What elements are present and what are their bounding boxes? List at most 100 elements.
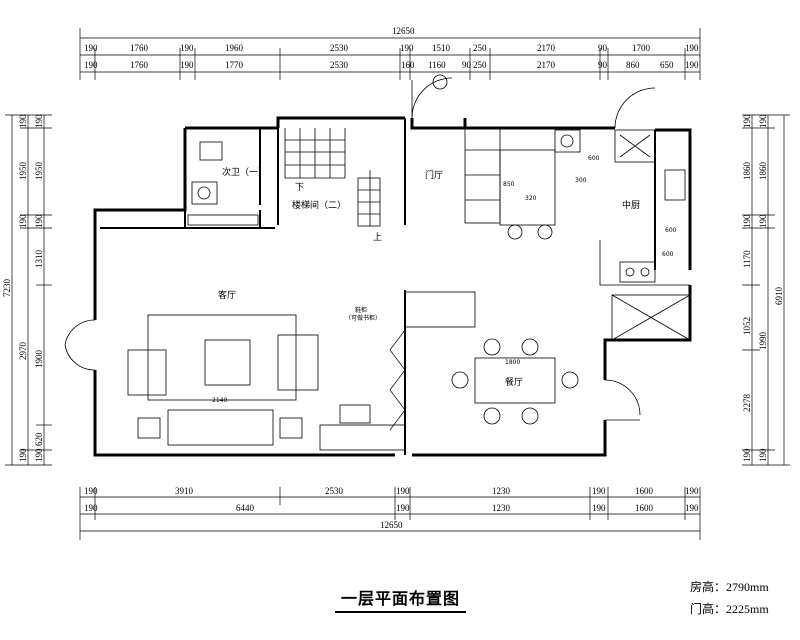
stairs-up-label: 上 — [373, 232, 382, 243]
staircase[interactable] — [284, 128, 381, 227]
guest-bathroom — [187, 141, 259, 226]
interior-walls — [100, 118, 656, 455]
dim-label: 1760 — [130, 60, 149, 70]
bar-counter — [464, 127, 556, 240]
dim-label: 2530 — [330, 43, 349, 53]
dim-label: 1990 — [758, 332, 768, 351]
drawing-title: 一层平面布置图 — [335, 585, 467, 613]
dim-label: 90 — [598, 60, 608, 70]
dim-label: 1230 — [492, 486, 511, 496]
dim-label: 190 — [396, 486, 410, 496]
dim-note: 300 — [575, 177, 587, 184]
dim-label: 250 — [473, 43, 487, 53]
dim-label: 1052 — [742, 317, 752, 335]
dim-label: 1160 — [428, 60, 446, 70]
dim-label: 190 — [34, 114, 44, 128]
dim-label: 190 — [84, 503, 98, 513]
dim-label: 1700 — [632, 43, 651, 53]
dim-label: 190 — [18, 214, 28, 228]
kitchen — [554, 129, 690, 286]
dim-label: 190 — [685, 60, 699, 70]
dim-label: 2530 — [330, 60, 349, 70]
dim-note: 850 — [503, 181, 515, 188]
dim-note: 320 — [525, 195, 537, 202]
dim-label: 190 — [34, 214, 44, 228]
dim-label: 190 — [742, 114, 752, 128]
folding-door[interactable] — [389, 329, 406, 431]
dim-note: 600 — [662, 251, 674, 258]
dim-label: 2970 — [18, 342, 28, 361]
dim-label: 1770 — [225, 60, 244, 70]
cabinet-note: （可做书柜） — [345, 314, 381, 322]
dim-label: 190 — [84, 60, 98, 70]
living-window-door[interactable] — [64, 319, 96, 371]
dim-label: 1860 — [758, 162, 768, 181]
dim-label: 2170 — [537, 60, 556, 70]
bottom-dimensions — [79, 487, 701, 540]
dim-label: 650 — [660, 60, 674, 70]
stairs-down-label: 下 — [295, 183, 304, 193]
dim-label: 1600 — [635, 486, 654, 496]
dim-label: 1510 — [432, 43, 451, 53]
dim-label: 860 — [626, 60, 640, 70]
bottom-dim-row2: 190 6440 190 1230 190 1600 190 — [84, 503, 699, 513]
dim-label: 190 — [758, 214, 768, 228]
room-height-note: 房高：2790mm — [690, 580, 769, 594]
dim-label: 1950 — [18, 162, 28, 181]
dining-label: 餐厅 — [505, 376, 523, 388]
dim-label: 190 — [685, 43, 699, 53]
shoe-cabinet — [404, 291, 476, 328]
dim-label: 190 — [685, 486, 699, 496]
kitchen-label: 中厨 — [622, 199, 640, 211]
top-total-dim: 12650 — [392, 26, 415, 36]
dim-label: 190 — [592, 486, 606, 496]
top-dimensions — [79, 28, 701, 80]
dim-label: 160 — [401, 60, 415, 70]
dim-label: 190 — [84, 486, 98, 496]
left-dimensions — [5, 114, 52, 466]
elevator-shaft — [611, 294, 691, 341]
dim-note: 1800 — [505, 359, 520, 366]
tv-cabinet — [319, 404, 406, 451]
right-dimensions — [742, 114, 790, 466]
foyer-label: 门厅 — [425, 169, 443, 181]
dim-note: 600 — [588, 155, 600, 162]
dim-label: 1170 — [742, 250, 752, 268]
dim-label: 620 — [34, 432, 44, 446]
dim-label: 190 — [18, 448, 28, 462]
bottom-dim-row1: 190 3910 2530 190 1230 190 1600 190 — [84, 486, 699, 496]
bottom-total-dim: 12650 — [380, 520, 403, 530]
dim-label: 1310 — [34, 250, 44, 269]
dim-label: 190 — [592, 503, 606, 513]
dim-label: 2278 — [742, 394, 752, 413]
kitchen-door[interactable] — [614, 87, 656, 129]
right-total-dim: 6910 — [774, 287, 784, 306]
living-room-label: 客厅 — [218, 289, 236, 301]
dim-label: 3910 — [175, 486, 194, 496]
dim-label: 190 — [758, 448, 768, 462]
side-door[interactable] — [604, 379, 641, 421]
dim-note: 2140 — [212, 397, 227, 404]
dim-label: 190 — [180, 60, 194, 70]
dim-label: 190 — [180, 43, 194, 53]
dim-label: 190 — [758, 114, 768, 128]
right-dim-labels: 190 1860 190 1170 1052 2278 190 190 1860… — [742, 114, 784, 462]
guest-bath-label: 次卫（一） — [222, 166, 267, 178]
dim-label: 1900 — [34, 350, 44, 369]
dim-note: 600 — [665, 227, 677, 234]
dim-label: 250 — [473, 60, 487, 70]
top-dim-row1: 190 1760 190 1960 2530 190 1510 250 2170… — [84, 43, 699, 53]
exterior-walls — [93, 116, 692, 457]
dim-label: 1230 — [492, 503, 511, 513]
door-height-note: 门高：2225mm — [690, 602, 769, 616]
dim-label: 2530 — [325, 486, 344, 496]
dim-label: 190 — [685, 503, 699, 513]
sofa-set[interactable] — [127, 314, 319, 446]
dim-label: 1950 — [34, 162, 44, 181]
dining-table[interactable] — [451, 338, 579, 425]
dim-label: 190 — [742, 448, 752, 462]
dim-label: 90 — [598, 43, 608, 53]
entrance-door[interactable] — [411, 74, 453, 119]
dim-label: 190 — [400, 43, 414, 53]
